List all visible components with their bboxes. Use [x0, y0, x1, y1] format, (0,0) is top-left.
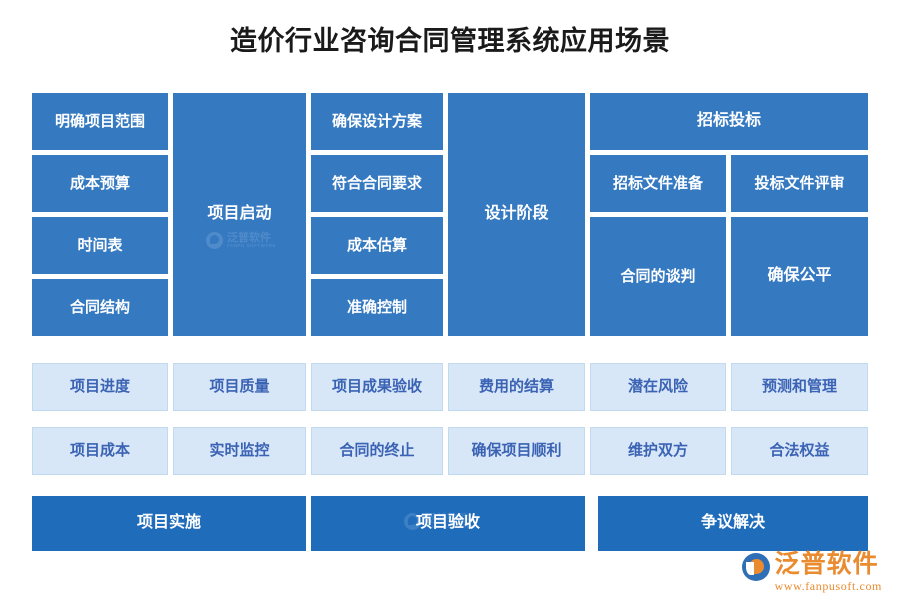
middle-row1-item-4[interactable]: 费用的结算	[448, 363, 585, 411]
middle-row1-item-5[interactable]: 潜在风险	[590, 363, 726, 411]
bottom-item-dispute-resolution[interactable]: 争议解决	[598, 496, 868, 551]
top-col5-bid-doc-review[interactable]: 投标文件评审	[731, 155, 868, 212]
middle-row2-item-5[interactable]: 维护双方	[590, 427, 726, 475]
middle-row2-item-6[interactable]: 合法权益	[731, 427, 868, 475]
top-col3-item-4[interactable]: 准确控制	[311, 279, 443, 336]
top-col5-contract-negotiation[interactable]: 合同的谈判	[590, 217, 726, 336]
top-col1-item-2[interactable]: 成本预算	[32, 155, 168, 212]
middle-row1-item-3[interactable]: 项目成果验收	[311, 363, 443, 411]
brand-name: 泛普软件	[774, 550, 879, 578]
brand-logo: 泛普软件 www.fanpusoft.com	[741, 550, 882, 593]
brand-text: 泛普软件 www.fanpusoft.com	[774, 550, 882, 593]
top-col3-item-3[interactable]: 成本估算	[311, 217, 443, 274]
top-col5-ensure-fairness[interactable]: 确保公平	[731, 217, 868, 336]
top-col1-item-1[interactable]: 明确项目范围	[32, 93, 168, 150]
middle-row1-item-2[interactable]: 项目质量	[173, 363, 306, 411]
top-col1-item-3[interactable]: 时间表	[32, 217, 168, 274]
top-col5-bid-doc-preparation[interactable]: 招标文件准备	[590, 155, 726, 212]
page-title: 造价行业咨询合同管理系统应用场景	[230, 26, 670, 56]
top-col1-item-4[interactable]: 合同结构	[32, 279, 168, 336]
fanpu-logo-icon	[741, 553, 770, 581]
middle-row1-item-6[interactable]: 预测和管理	[731, 363, 868, 411]
top-col3-item-1[interactable]: 确保设计方案	[311, 93, 443, 150]
top-col3-item-2[interactable]: 符合合同要求	[311, 155, 443, 212]
top-col5-bidding-header[interactable]: 招标投标	[590, 93, 868, 150]
middle-row2-item-2[interactable]: 实时监控	[173, 427, 306, 475]
middle-row2-item-4[interactable]: 确保项目顺利	[448, 427, 585, 475]
brand-website: www.fanpusoft.com	[774, 579, 882, 593]
middle-row2-item-3[interactable]: 合同的终止	[311, 427, 443, 475]
middle-row1-item-1[interactable]: 项目进度	[32, 363, 168, 411]
bottom-item-project-implementation[interactable]: 项目实施	[32, 496, 306, 551]
top-col2-project-initiation[interactable]: 项目启动	[173, 93, 306, 336]
bottom-item-project-acceptance[interactable]: 项目验收	[311, 496, 585, 551]
middle-row2-item-1[interactable]: 项目成本	[32, 427, 168, 475]
top-col4-design-phase[interactable]: 设计阶段	[448, 93, 585, 336]
